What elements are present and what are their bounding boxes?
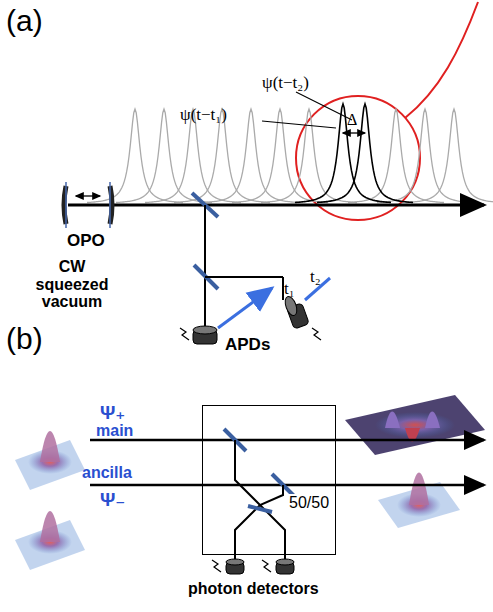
wavepacket (377, 109, 473, 203)
panel-label: (a) (6, 4, 43, 37)
wavepacket (295, 104, 391, 203)
time-label: t₂ (310, 268, 321, 287)
beam-label: CW squeezed vacuum (22, 258, 122, 311)
mode-label: Ψ₊ (100, 403, 125, 424)
ratio-label: 50/50 (287, 494, 331, 512)
wavefunction-label: ψ(t−t₂) (262, 74, 309, 93)
mode-label: ancilla (82, 464, 132, 482)
detector-label: photon detectors (188, 580, 319, 598)
time-label: t₁ (284, 280, 295, 299)
wavepacket (261, 109, 357, 203)
mode-label: main (96, 422, 133, 440)
wavefunction-label: ψ(t−t₁) (180, 106, 227, 125)
wavepacket (317, 104, 413, 203)
device-label: OPO (67, 232, 105, 251)
beam-splitter-box: 50/50 (202, 405, 336, 555)
detector-label: APDs (225, 336, 270, 355)
mode-label: Ψ₋ (100, 490, 125, 511)
panel-label: (b) (6, 322, 43, 355)
wavepacket (406, 109, 493, 203)
wavepacket (87, 109, 183, 203)
delay-label: Δ (347, 111, 357, 129)
